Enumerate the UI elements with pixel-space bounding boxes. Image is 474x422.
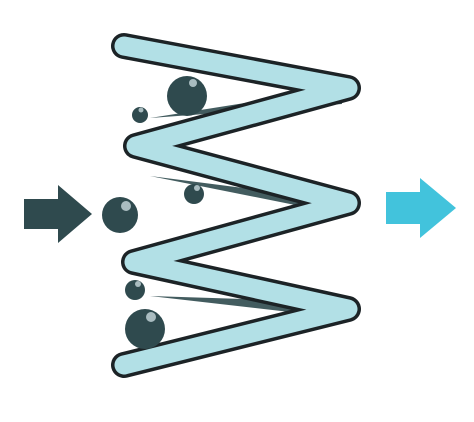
particles: [102, 76, 207, 349]
particle-icon: [184, 184, 204, 204]
outlet-arrow-icon: [386, 178, 456, 238]
particle-icon: [102, 197, 138, 233]
particle-icon: [132, 107, 148, 123]
inlet-arrow-icon: [24, 185, 92, 243]
particle-icon: [125, 309, 165, 349]
filter-fill: [114, 36, 358, 375]
zigzag-filter-icon: [111, 33, 361, 378]
particle-icon: [167, 76, 207, 116]
particle-icon: [125, 280, 145, 300]
